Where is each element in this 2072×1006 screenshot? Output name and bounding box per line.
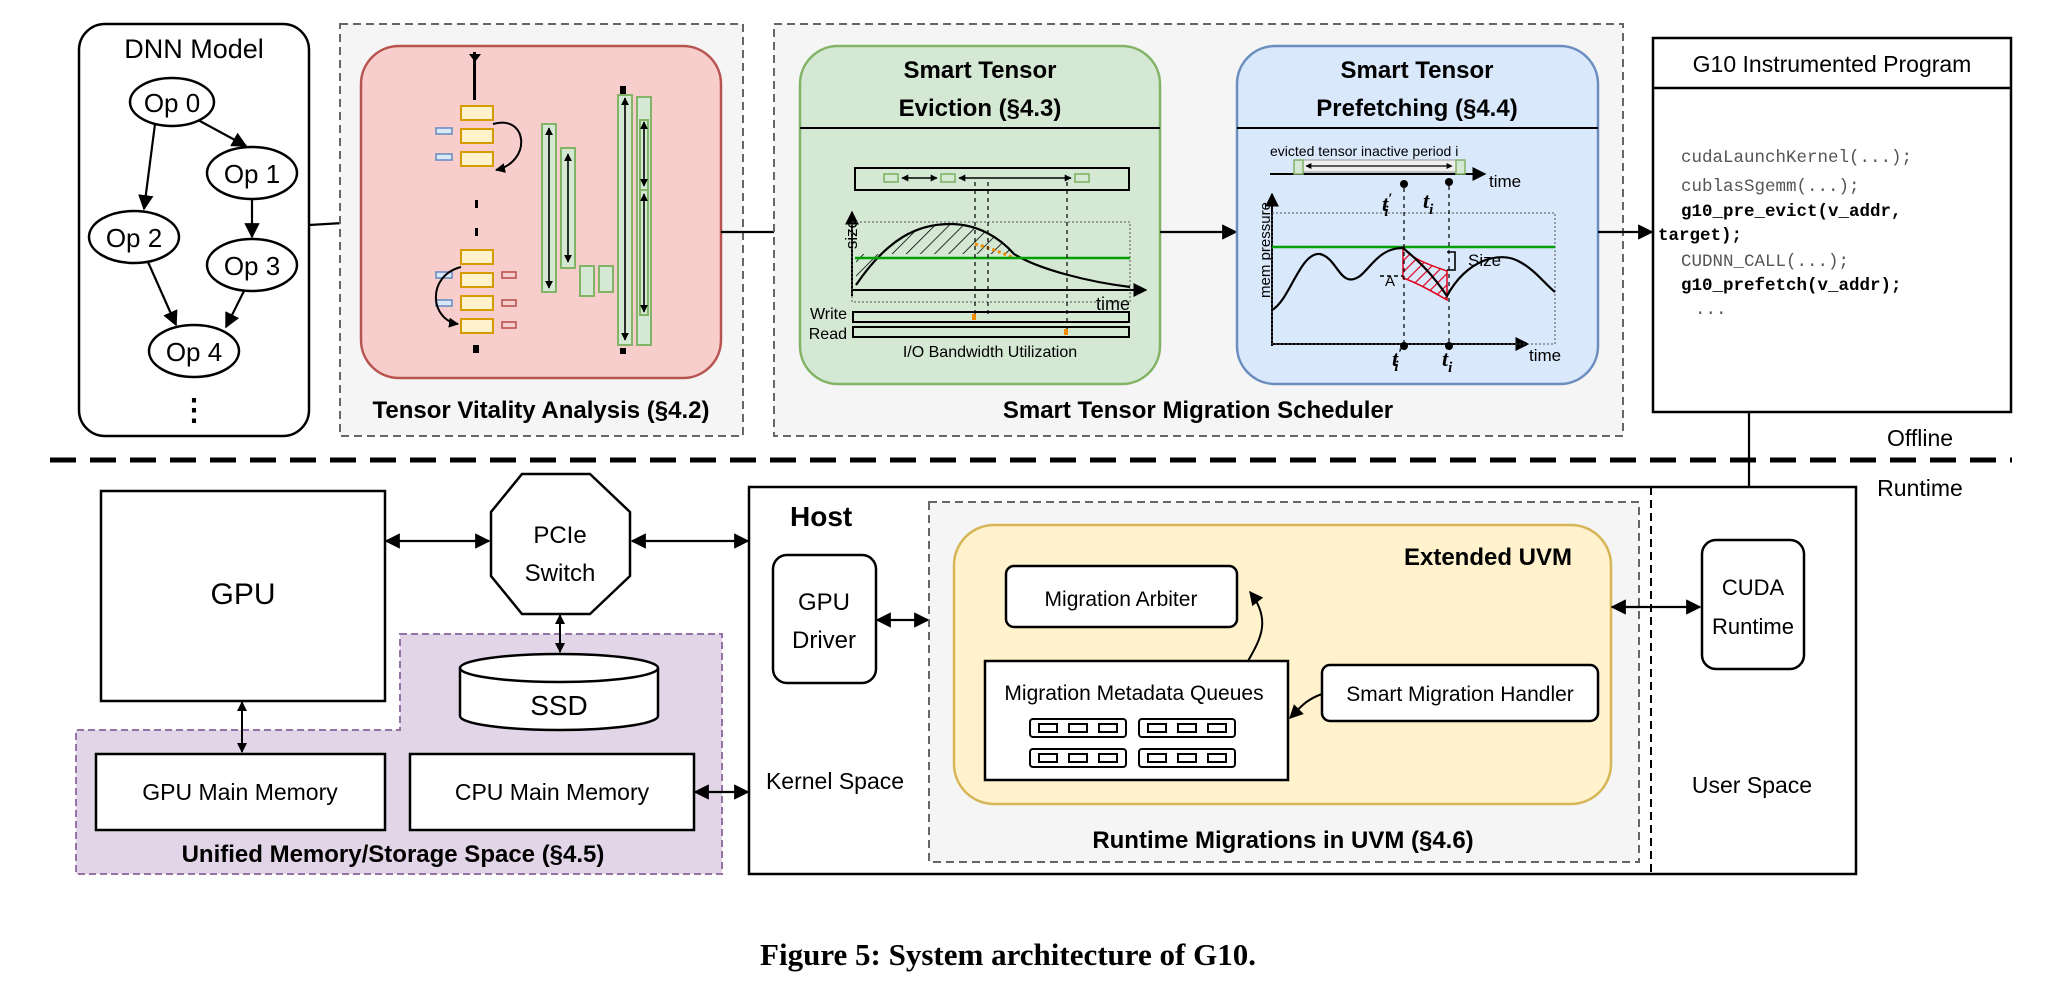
vitality-lifetime-spans (545, 97, 648, 341)
op-0-label: Op 0 (144, 88, 200, 118)
op-2-label: Op 2 (106, 223, 162, 253)
code-line-5: CUDNN_CALL(...); (1681, 252, 1849, 272)
dnn-ellipsis: ⋮ (179, 394, 209, 427)
extended-uvm-title: Extended UVM (1404, 544, 1572, 571)
cuda-runtime-line2: Runtime (1712, 614, 1794, 639)
gpu-label: GPU (210, 578, 275, 611)
user-space-label: User Space (1692, 772, 1812, 798)
code-line-1: cudaLaunchKernel(...); (1681, 148, 1912, 168)
t-i-bottom: ti (1442, 346, 1453, 376)
gpu-box: GPU (99, 489, 387, 703)
figure-caption: Figure 5: System architecture of G10. (760, 937, 1256, 972)
prefetch-a-label: A (1385, 273, 1395, 290)
code-line-6: g10_prefetch(v_addr); (1681, 276, 1902, 296)
host-box: Host Kernel Space User Space GPU Driver … (747, 485, 1858, 876)
op-2-node: Op 2 (87, 209, 181, 265)
eviction-write-label: Write (810, 306, 847, 323)
arrow-queues-to-arbiter (1247, 590, 1264, 662)
gpu-driver-box: GPU Driver (771, 553, 878, 685)
op-3-node: Op 3 (205, 237, 299, 293)
prefetch-panel: Smart Tensor Prefetching (§4.4) evicted … (1235, 44, 1600, 386)
op-3-label: Op 3 (224, 251, 280, 281)
t-i-top: ti (1423, 188, 1434, 218)
offline-label: Offline (1887, 425, 1953, 451)
prefetch-period-label: evicted tensor inactive period i (1270, 143, 1458, 159)
pcie-label-line2: Switch (525, 560, 596, 587)
t-prime-top: t′i (1382, 191, 1392, 220)
migration-scheduler-group: Smart Tensor Migration Scheduler Smart T… (773, 23, 1624, 437)
host-title: Host (790, 501, 852, 532)
kernel-space-label: Kernel Space (766, 768, 904, 794)
metadata-queues-box: Migration Metadata Queues (983, 659, 1290, 782)
vitality-caption: Tensor Vitality Analysis (§4.2) (372, 397, 709, 424)
cpu-memory-label: CPU Main Memory (455, 779, 650, 805)
eviction-title-line1: Smart Tensor (904, 57, 1057, 84)
dnn-edges (138, 119, 260, 329)
scheduler-caption: Smart Tensor Migration Scheduler (1003, 397, 1393, 424)
program-title: G10 Instrumented Program (1693, 51, 1972, 77)
uvm-caption: Runtime Migrations in UVM (§4.6) (1092, 827, 1473, 854)
code-line-2: cublasSgemm(...); (1681, 177, 1860, 197)
ssd-cylinder: SSD (458, 652, 660, 732)
handler-label: Smart Migration Handler (1346, 683, 1574, 706)
eviction-time-axis-label: time (1096, 294, 1130, 314)
prefetch-title-line1: Smart Tensor (1341, 57, 1494, 84)
queues-label: Migration Metadata Queues (1004, 682, 1263, 705)
op-4-label: Op 4 (166, 337, 222, 367)
prefetch-title-line2: Prefetching (§4.4) (1316, 95, 1517, 122)
prefetch-bottom-time-label: time (1529, 346, 1561, 365)
op-0-node: Op 0 (128, 76, 216, 128)
gpu-main-memory-box: GPU Main Memory (94, 752, 387, 832)
op-1-node: Op 1 (205, 145, 299, 201)
prefetch-size-label: Size (1468, 251, 1501, 270)
code-line-4: target); (1658, 226, 1742, 246)
eviction-io-label: I/O Bandwidth Utilization (903, 344, 1077, 361)
op-1-label: Op 1 (224, 159, 280, 189)
tensor-vitality-group: Tensor Vitality Analysis (§4.2) (339, 23, 744, 437)
ssd-label: SSD (530, 690, 588, 721)
gpu-memory-label: GPU Main Memory (142, 779, 338, 805)
queue-icons (1029, 718, 1236, 768)
runtime-label: Runtime (1877, 475, 1963, 501)
pcie-label-line1: PCIe (533, 522, 586, 549)
smart-migration-handler-box: Smart Migration Handler (1320, 663, 1600, 723)
cpu-main-memory-box: CPU Main Memory (408, 752, 696, 832)
instrumented-program-box: G10 Instrumented Program cudaLaunchKerne… (1651, 36, 2013, 414)
t-prime-bottom: t′i (1392, 346, 1402, 375)
uvm-group: Extended UVM Runtime Migrations in UVM (… (928, 501, 1640, 863)
gpu-driver-line1: GPU (798, 589, 850, 616)
eviction-panel: Smart Tensor Eviction (§4.3) size time (798, 44, 1162, 386)
vitality-op-chain-illustration (435, 52, 523, 353)
unified-caption: Unified Memory/Storage Space (§4.5) (182, 841, 605, 868)
cuda-runtime-line1: CUDA (1722, 575, 1785, 600)
dnn-model-box: DNN Model Op 0 Op 1 Op 2 Op 3 Op 4 ⋮ (77, 22, 311, 438)
gpu-driver-line2: Driver (792, 627, 856, 654)
eviction-title-line2: Eviction (§4.3) (899, 95, 1062, 122)
op-4-node: Op 4 (147, 323, 241, 379)
prefetch-mem-axis-label: mem pressure (1257, 202, 1274, 298)
arrow-handler-to-queues (1289, 693, 1323, 719)
arbiter-label: Migration Arbiter (1045, 588, 1198, 611)
migration-arbiter-box: Migration Arbiter (1004, 564, 1239, 629)
prefetch-top-time-label: time (1489, 172, 1521, 191)
code-line-7: ... (1695, 300, 1727, 320)
pcie-switch: PCIe Switch (489, 472, 632, 616)
cuda-runtime-box: CUDA Runtime (1700, 538, 1806, 671)
code-line-3: g10_pre_evict(v_addr, (1681, 202, 1902, 222)
dnn-model-title: DNN Model (124, 34, 264, 64)
eviction-read-label: Read (809, 326, 847, 343)
